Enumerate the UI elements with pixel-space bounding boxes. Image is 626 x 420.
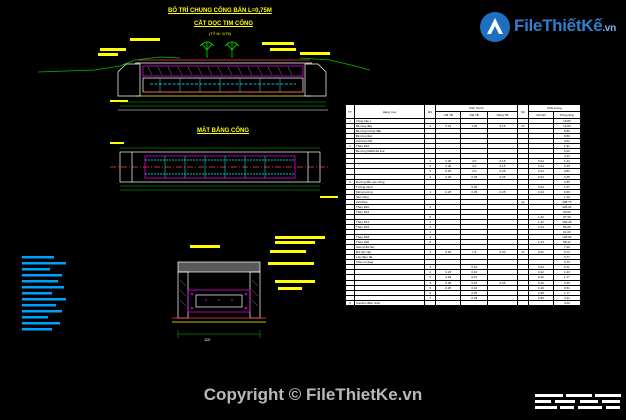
table-cell: Cát đen đầm chặt xyxy=(354,299,426,306)
header-cell: Rộng TB xyxy=(487,111,518,119)
logo-mark-icon xyxy=(480,12,510,42)
header-group-cell: Kích thước xyxy=(435,104,518,112)
table-cell: 3.00 xyxy=(552,299,582,306)
logo-text: FileThiếtKế.vn xyxy=(514,16,616,36)
notes-block xyxy=(22,256,66,331)
table-cell xyxy=(487,299,518,306)
header-cell: CM TB xyxy=(435,111,462,119)
copyright-watermark: Copyright © FileThietKe.vn xyxy=(203,385,423,404)
site-logo: FileThiếtKế.vn xyxy=(478,10,618,46)
cross-section xyxy=(172,236,325,338)
section-title: CẮT DỌC TIM CỐNG xyxy=(194,21,253,27)
cross-dimension: 110 xyxy=(204,337,211,342)
header-cell: Chi tiết xyxy=(527,111,554,119)
table-cell xyxy=(516,299,529,306)
logo-text-suffix: .vn xyxy=(602,23,616,34)
header-cell: Số xyxy=(516,104,529,119)
title-block xyxy=(535,394,621,409)
header-cell: Hạng mục xyxy=(354,104,426,119)
plan-view xyxy=(110,142,338,198)
header-group-cell: Khối lượng xyxy=(527,104,582,112)
table-cell xyxy=(424,299,437,306)
header-cell: ĐV xyxy=(424,104,437,119)
drawing-main-title: BỐ TRÍ CHUNG CỐNG BẢN L=0,75M xyxy=(168,8,272,14)
table-cell xyxy=(460,299,489,306)
header-cell: TT xyxy=(344,104,356,119)
header-cell: Tổng cộng xyxy=(552,111,582,119)
header-cell: Dài TB xyxy=(460,111,489,119)
section-scale: (TỶ lệ: 1/75) xyxy=(209,31,232,36)
longitudinal-section xyxy=(37,38,371,111)
table-header-group-row: TT Hạng mục ĐV Kích thước Số Khối lượng xyxy=(344,104,582,119)
table-cell: II xyxy=(344,299,356,306)
table-cell xyxy=(527,299,554,306)
logo-text-main: FileThiếtKế xyxy=(514,16,603,35)
table-cell xyxy=(435,299,462,306)
plan-title: MẶT BẰNG CỐNG xyxy=(197,128,249,134)
quantity-table: TT Hạng mục ĐV Kích thước Số Khối lượng … xyxy=(344,104,582,306)
